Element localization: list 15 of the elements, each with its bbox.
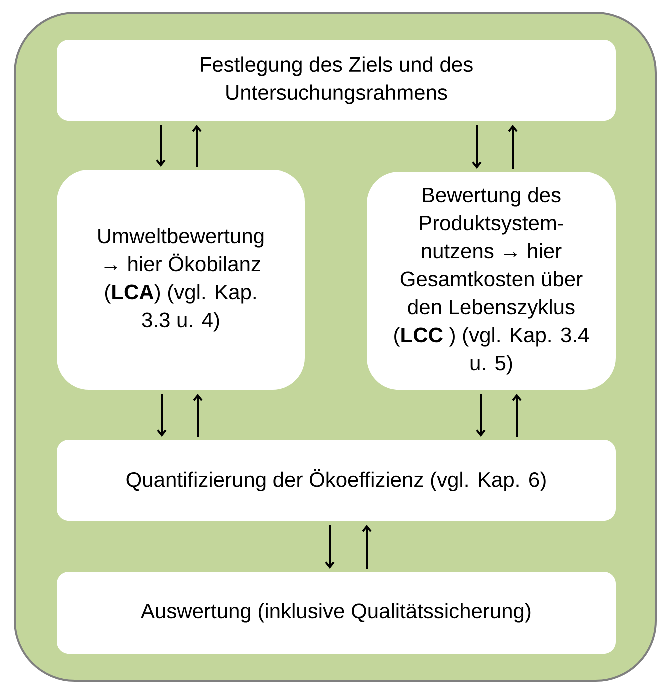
arrow — [362, 525, 372, 569]
step-box: Quantifizierung der Ökoeffizienz (vgl. Kap. 6) — [57, 440, 616, 521]
step-box: Auswertung (inklusive Qualitätssicherung) — [57, 572, 616, 654]
arrow — [156, 125, 166, 167]
arrow — [472, 125, 482, 169]
arrow — [325, 525, 335, 569]
arrow — [476, 394, 486, 437]
arrow — [508, 125, 518, 169]
arrow — [192, 125, 202, 167]
arrow — [157, 394, 167, 437]
arrow — [512, 394, 522, 437]
step-box: Umweltbewertung → hier Ökobilanz (LCA) (vgl. Kap. 3.3 u. 4) — [57, 170, 305, 390]
step-box: Festlegung des Ziels und des Untersuchungsrahmens — [57, 40, 616, 121]
step-box: Bewertung des Produktsystem- nutzens → hier Gesamtkosten über den Lebenszyklus (LCC ) (vgl. Kap. 3.4 u. 5) — [367, 172, 616, 390]
arrow — [193, 394, 203, 437]
